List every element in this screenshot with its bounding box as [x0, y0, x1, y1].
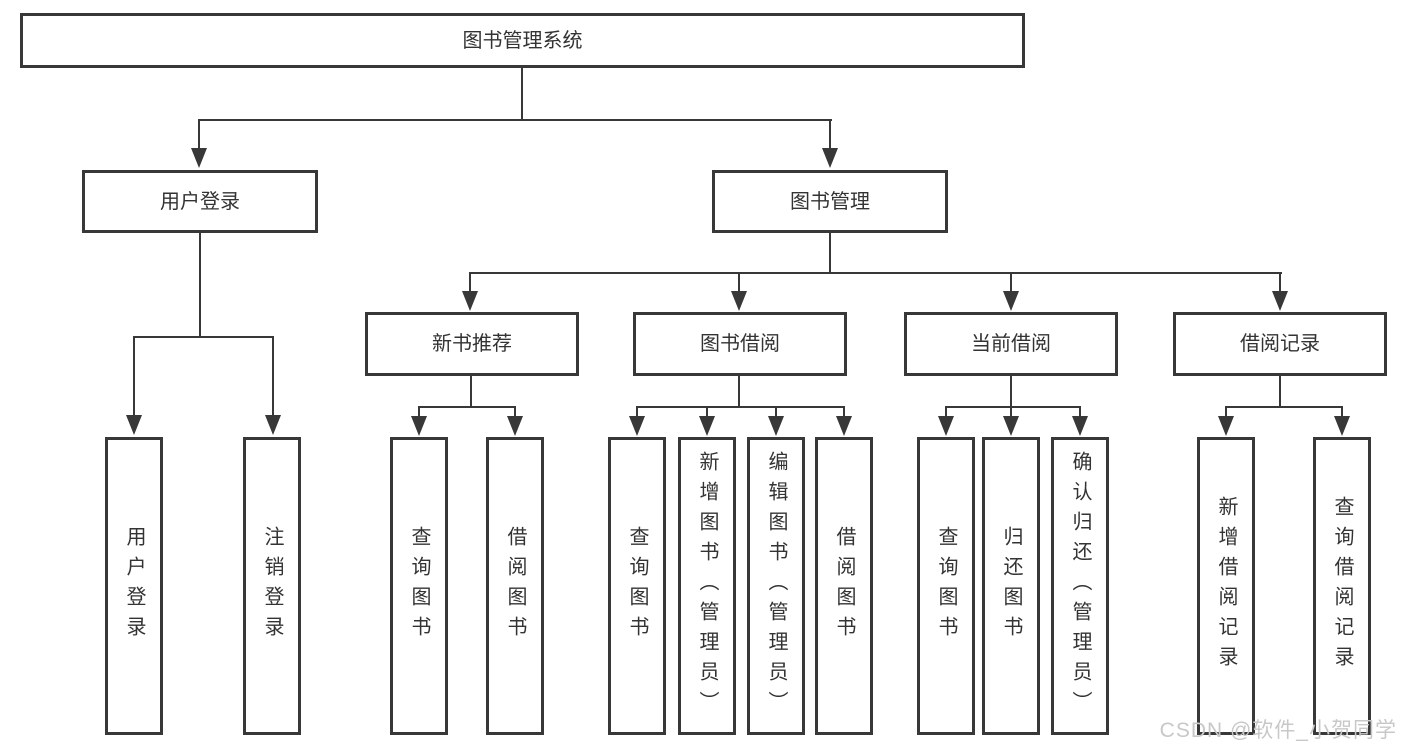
arrowhead-br-query: [1334, 416, 1350, 436]
connector-to-br-add: [1225, 406, 1227, 418]
leaf-br-add-record: 新增借阅记录: [1197, 437, 1255, 735]
connector-to-cb-confirm: [1079, 406, 1081, 418]
connector-current-borrow-stem: [1010, 376, 1012, 407]
connector-to-nb-query: [418, 406, 420, 418]
leaf-bb-edit-books-admin: 编辑图书（管理员）: [747, 437, 805, 735]
leaf-cb-return-books: 归还图书: [982, 437, 1040, 735]
connector-borrow-record-stem: [1279, 376, 1281, 407]
watermark: CSDN @软件_小贺同学: [1159, 719, 1397, 742]
connector-to-cb-return: [1010, 406, 1012, 418]
connector-borrow-record-branch: [1225, 406, 1343, 408]
node-current-borrow: 当前借阅: [904, 312, 1118, 376]
arrowhead-leaf-user-login: [126, 415, 142, 435]
leaf-br-query-record: 查询借阅记录: [1313, 437, 1371, 735]
connector-user-login-stem: [199, 233, 201, 338]
connector-to-user-login: [198, 119, 200, 150]
leaf-user-login: 用户登录: [105, 437, 163, 735]
leaf-nb-query-books: 查询图书: [390, 437, 448, 735]
arrowhead-br-add: [1218, 416, 1234, 436]
arrowhead-current-borrow: [1003, 291, 1019, 311]
connector-root-branch: [198, 119, 832, 121]
node-book-borrow: 图书借阅: [633, 312, 847, 376]
connector-current-borrow-branch: [945, 406, 1081, 408]
arrowhead-cb-query: [938, 416, 954, 436]
leaf-cb-query-books: 查询图书: [917, 437, 975, 735]
connector-book-management-branch: [469, 272, 1282, 274]
connector-to-book-borrow: [738, 272, 740, 293]
connector-root-stem: [521, 68, 523, 120]
connector-to-bb-query: [636, 406, 638, 418]
connector-book-management-stem: [829, 233, 831, 274]
leaf-bb-add-books-admin: 新增图书（管理员）: [678, 437, 736, 735]
connector-to-leaf-user-login: [133, 336, 135, 417]
arrowhead-book-management: [822, 148, 838, 168]
connector-to-borrow-record: [1279, 272, 1281, 293]
connector-new-book-stem: [470, 376, 472, 407]
connector-to-bb-edit: [775, 406, 777, 418]
arrowhead-nb-borrow: [507, 416, 523, 436]
arrowhead-bb-query: [629, 416, 645, 436]
arrowhead-cb-return: [1003, 416, 1019, 436]
arrowhead-cb-confirm: [1072, 416, 1088, 436]
arrowhead-user-login: [191, 148, 207, 168]
leaf-cb-confirm-return-admin: 确认归还（管理员）: [1051, 437, 1109, 735]
arrowhead-nb-query: [411, 416, 427, 436]
arrowhead-bb-edit: [768, 416, 784, 436]
node-library-management-system: 图书管理系统: [20, 13, 1025, 68]
connector-user-login-branch: [133, 336, 274, 338]
connector-new-book-branch: [418, 406, 516, 408]
arrowhead-bb-add: [699, 416, 715, 436]
connector-book-borrow-branch: [636, 406, 845, 408]
connector-to-br-query: [1341, 406, 1343, 418]
connector-to-cb-query: [945, 406, 947, 418]
connector-to-leaf-logout: [272, 336, 274, 417]
connector-to-book-management: [829, 119, 831, 150]
leaf-logout: 注销登录: [243, 437, 301, 735]
connector-to-bb-add: [706, 406, 708, 418]
node-user-login: 用户登录: [82, 170, 318, 233]
arrowhead-new-book: [462, 291, 478, 311]
node-new-book-recommend: 新书推荐: [365, 312, 579, 376]
arrowhead-borrow-record: [1272, 291, 1288, 311]
connector-to-current-borrow: [1010, 272, 1012, 293]
leaf-bb-borrow-books: 借阅图书: [815, 437, 873, 735]
node-borrow-record: 借阅记录: [1173, 312, 1387, 376]
arrowhead-bb-borrow: [836, 416, 852, 436]
leaf-nb-borrow-books: 借阅图书: [486, 437, 544, 735]
connector-to-bb-borrow: [843, 406, 845, 418]
node-book-management: 图书管理: [712, 170, 948, 233]
connector-to-new-book: [469, 272, 471, 293]
arrowhead-leaf-logout: [265, 415, 281, 435]
connector-to-nb-borrow: [514, 406, 516, 418]
connector-book-borrow-stem: [738, 376, 740, 407]
leaf-bb-query-books: 查询图书: [608, 437, 666, 735]
arrowhead-book-borrow: [731, 291, 747, 311]
